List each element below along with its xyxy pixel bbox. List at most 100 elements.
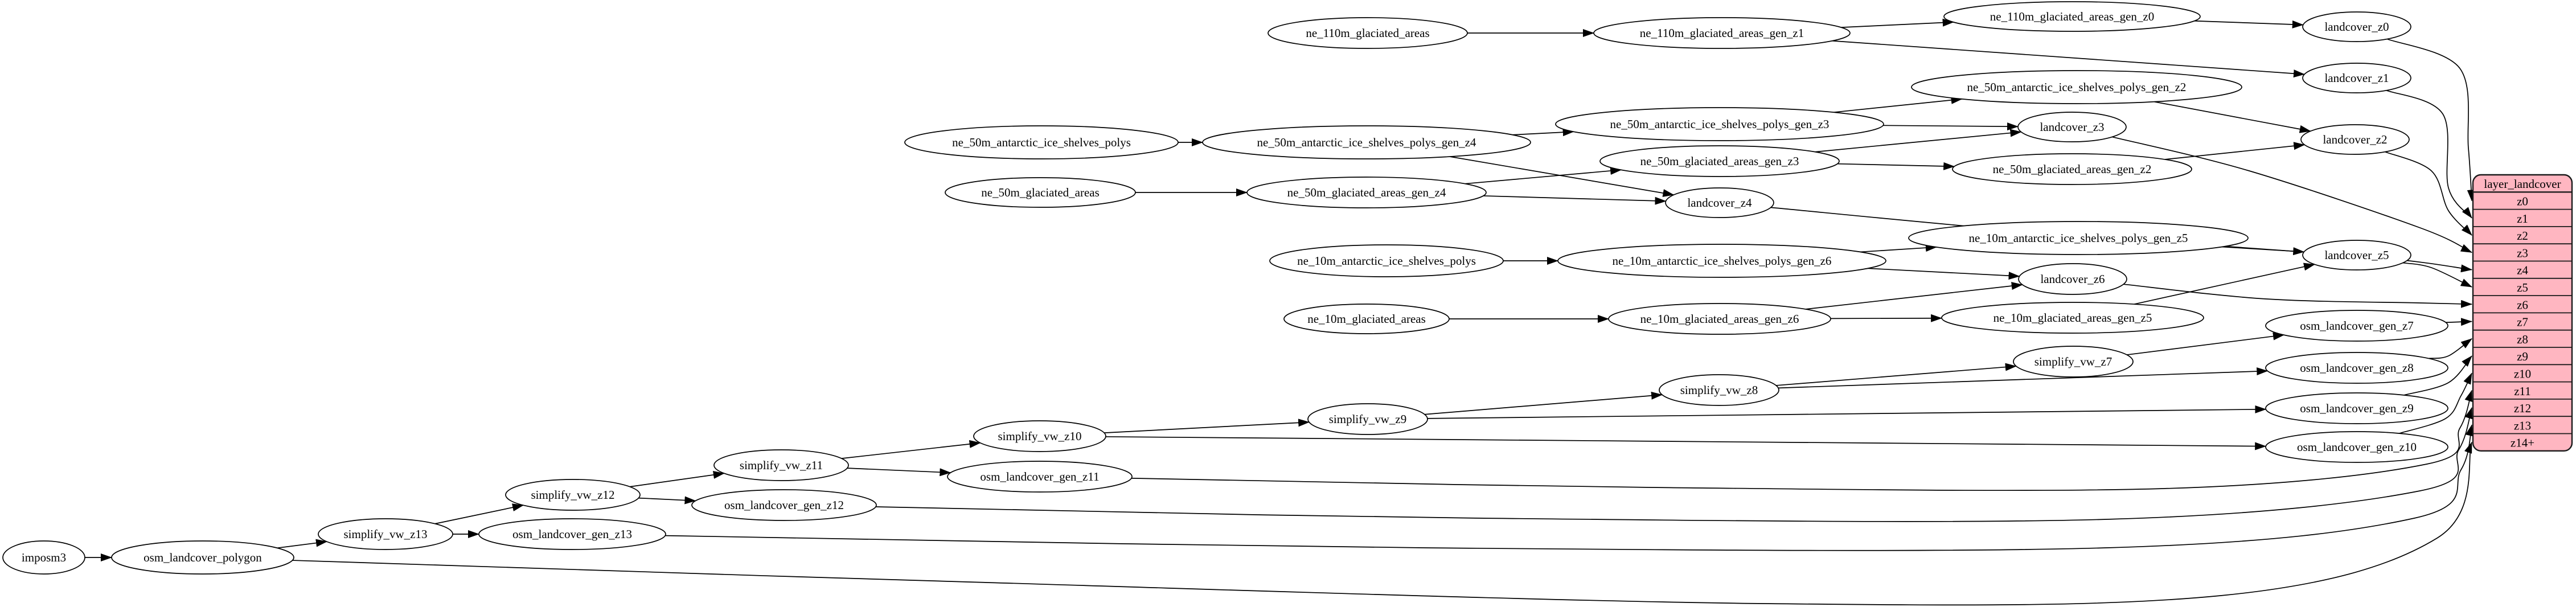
edge-svw10-to-svw9 xyxy=(1104,419,1310,433)
edge-svw13-to-svw12 xyxy=(434,503,524,524)
node-simplify_vw_z13: simplify_vw_z13 xyxy=(318,518,453,550)
node-ellipse xyxy=(1599,145,1840,177)
edge-ne50gag4-to-lcz4 xyxy=(1483,195,1667,205)
node-label: ne_50m_antarctic_ice_shelves_polys_gen_z… xyxy=(1257,136,1476,149)
edge-osmg12-to-row-z12 xyxy=(875,407,2473,522)
node-ellipse xyxy=(1941,302,2204,334)
node-label: ne_50m_glaciated_areas_gen_z3 xyxy=(1640,154,1799,168)
node-label: simplify_vw_z8 xyxy=(1680,383,1758,397)
node-osm_landcover_gen_z11: osm_landcover_gen_z11 xyxy=(947,461,1133,493)
node-ne_50m_antarctic_ice_shelves_polys_gen_z2: ne_50m_antarctic_ice_shelves_polys_gen_z… xyxy=(1911,70,2242,104)
node-label: osm_landcover_gen_z10 xyxy=(2297,440,2417,454)
table-row-z13: z13 xyxy=(2514,419,2531,432)
node-osm_landcover_gen_z9: osm_landcover_gen_z9 xyxy=(2265,392,2448,424)
edge-lcz0-to-row-z0 xyxy=(2387,38,2475,202)
node-ne_10m_glaciated_areas_gen_z5: ne_10m_glaciated_areas_gen_z5 xyxy=(1941,302,2204,334)
node-ellipse xyxy=(945,177,1136,208)
node-ellipse xyxy=(947,461,1133,493)
node-ne_50m_antarctic_ice_shelves_polys_gen_z3: ne_50m_antarctic_ice_shelves_polys_gen_z… xyxy=(1555,107,1884,141)
edge-svw12-to-osmg12 xyxy=(638,496,696,505)
edge-lcz2-to-row-z2 xyxy=(2385,151,2472,236)
node-label: ne_50m_glaciated_areas_gen_z4 xyxy=(1287,186,1446,199)
node-label: landcover_z3 xyxy=(2040,120,2104,134)
node-ellipse xyxy=(1555,107,1884,141)
node-label: landcover_z6 xyxy=(2040,272,2105,286)
node-label: ne_50m_antarctic_ice_shelves_polys xyxy=(952,136,1131,149)
node-label: ne_50m_antarctic_ice_shelves_polys_gen_z… xyxy=(1610,117,1830,131)
node-label: simplify_vw_z9 xyxy=(1329,412,1407,426)
node-label: ne_10m_antarctic_ice_shelves_polys xyxy=(1297,254,1476,268)
edge-svw11-to-osmg11 xyxy=(847,468,951,477)
edge-ne50aispg3-to-ne50aispg2 xyxy=(1833,96,1963,113)
node-osm_landcover_gen_z12: osm_landcover_gen_z12 xyxy=(691,489,877,521)
node-osm_landcover_gen_z8: osm_landcover_gen_z8 xyxy=(2265,352,2448,384)
node-label: ne_110m_glaciated_areas_gen_z0 xyxy=(1990,10,2154,23)
node-label: simplify_vw_z11 xyxy=(740,458,823,472)
edge-osmg9-to-row-z9 xyxy=(2403,355,2472,396)
node-ne_50m_antarctic_ice_shelves_polys_gen_z4: ne_50m_antarctic_ice_shelves_polys_gen_z… xyxy=(1202,125,1531,159)
edge-ne10gag5-to-lcz5 xyxy=(2134,263,2315,305)
node-ellipse xyxy=(1659,374,1779,406)
node-landcover_z1: landcover_z1 xyxy=(2302,63,2411,93)
node-landcover_z5: landcover_z5 xyxy=(2302,240,2411,270)
edge-ne10aispg5-to-lcz5 xyxy=(2222,246,2305,256)
node-ellipse xyxy=(1665,187,1774,218)
node-label: simplify_vw_z7 xyxy=(2034,355,2113,368)
node-ellipse xyxy=(2265,352,2448,384)
node-label: ne_110m_glaciated_areas_gen_z1 xyxy=(1640,26,1804,40)
edge-ne50aispg3-to-lcz3 xyxy=(1883,122,2019,131)
node-ellipse xyxy=(111,540,294,575)
node-landcover_z6: landcover_z6 xyxy=(2018,263,2127,295)
edge-ne110g0-to-lcz0 xyxy=(2194,20,2304,28)
node-ellipse xyxy=(1268,17,1468,49)
edge-osmg7-to-row-z7 xyxy=(2446,318,2472,326)
table-row-z8: z8 xyxy=(2517,333,2528,346)
node-label: osm_landcover_gen_z9 xyxy=(2300,401,2413,415)
node-simplify_vw_z8: simplify_vw_z8 xyxy=(1659,374,1779,406)
node-ellipse xyxy=(1202,125,1531,159)
node-label: landcover_z2 xyxy=(2323,133,2387,146)
node-label: ne_10m_glaciated_areas_gen_z6 xyxy=(1640,312,1799,326)
edge-svw8-to-svw7 xyxy=(1776,363,2017,386)
edge-lcz1-to-row-z1 xyxy=(2386,89,2472,219)
edge-lcz5-to-row-z5 xyxy=(2402,262,2472,288)
node-ellipse xyxy=(1608,303,1831,335)
table-row-z2: z2 xyxy=(2517,229,2528,243)
node-ellipse xyxy=(713,449,849,481)
node-label: ne_50m_glaciated_areas xyxy=(981,186,1100,199)
node-ne_10m_antarctic_ice_shelves_polys: ne_10m_antarctic_ice_shelves_polys xyxy=(1269,244,1504,277)
node-ellipse xyxy=(904,125,1179,159)
node-ellipse xyxy=(2265,310,2448,342)
edge-svw11-to-svw10 xyxy=(841,440,981,459)
edge-ne10gag6-to-lcz6 xyxy=(1806,282,2023,310)
node-ellipse xyxy=(318,518,453,550)
node-label: ne_110m_glaciated_areas xyxy=(1306,26,1429,40)
node-ellipse xyxy=(2,540,85,575)
node-osm_landcover_gen_z13: osm_landcover_gen_z13 xyxy=(478,518,666,550)
edge-ne10aispg6-to-lcz6 xyxy=(1867,268,2020,280)
edge-svw7-to-osmg7 xyxy=(2127,332,2284,355)
node-ne_110m_glaciated_areas_gen_z0: ne_110m_glaciated_areas_gen_z0 xyxy=(1943,1,2201,32)
node-ne_50m_glaciated_areas: ne_50m_glaciated_areas xyxy=(945,177,1136,208)
edge-ne50aispg4-to-ne50aispg3 xyxy=(1512,128,1574,137)
node-ne_10m_glaciated_areas: ne_10m_glaciated_areas xyxy=(1283,304,1450,334)
node-osm_landcover_gen_z7: osm_landcover_gen_z7 xyxy=(2265,310,2448,342)
edge-svw10-to-osmg10 xyxy=(1105,436,2267,450)
edge-lcz6-to-row-z6 xyxy=(2123,284,2472,308)
table-row-z1: z1 xyxy=(2517,212,2528,225)
table-row-z0: z0 xyxy=(2517,194,2528,208)
node-label: osm_landcover_gen_z13 xyxy=(512,527,632,541)
node-ellipse xyxy=(2265,431,2448,463)
node-ne_50m_glaciated_areas_gen_z4: ne_50m_glaciated_areas_gen_z4 xyxy=(1246,177,1487,208)
node-ellipse xyxy=(2302,63,2411,93)
edge-ne50gag3-to-ne50gag2 xyxy=(1837,162,1955,170)
edge-lcz3-to-row-z3 xyxy=(2112,136,2472,253)
node-ne_50m_glaciated_areas_gen_z3: ne_50m_glaciated_areas_gen_z3 xyxy=(1599,145,1840,177)
edge-ne50aispg2-to-lcz2 xyxy=(2153,101,2311,133)
node-simplify_vw_z7: simplify_vw_z7 xyxy=(2013,346,2134,378)
node-simplify_vw_z9: simplify_vw_z9 xyxy=(1307,403,1428,435)
node-ellipse xyxy=(1593,17,1851,49)
table-row-z4: z4 xyxy=(2517,264,2528,277)
